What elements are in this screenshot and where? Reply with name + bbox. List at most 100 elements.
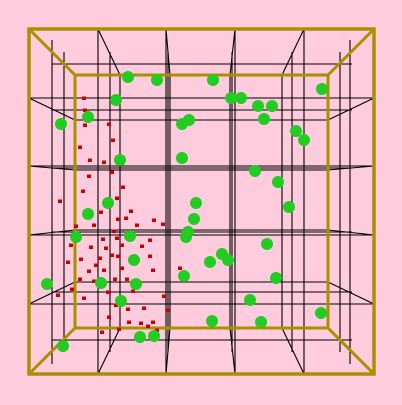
green-sphere[interactable] [283, 201, 295, 213]
green-sphere[interactable] [110, 94, 122, 106]
green-sphere[interactable] [128, 254, 140, 266]
red-particle [131, 289, 135, 293]
green-sphere[interactable] [206, 315, 218, 327]
red-particle [113, 277, 117, 281]
red-particle [139, 321, 143, 325]
red-particle [120, 243, 124, 247]
green-sphere[interactable] [204, 256, 216, 268]
red-particle [111, 138, 115, 142]
green-sphere[interactable] [258, 113, 270, 125]
red-particle [102, 160, 106, 164]
red-particle [155, 328, 159, 332]
green-sphere[interactable] [252, 100, 264, 112]
frame-diagonals [27, 27, 376, 376]
red-particle [83, 123, 87, 127]
red-particle [129, 209, 133, 213]
green-sphere[interactable] [180, 231, 192, 243]
green-sphere[interactable] [290, 125, 302, 137]
green-sphere[interactable] [114, 154, 126, 166]
green-sphere[interactable] [298, 134, 310, 146]
red-particle [120, 266, 124, 270]
green-sphere[interactable] [130, 278, 142, 290]
green-sphere[interactable] [315, 307, 327, 319]
green-sphere[interactable] [261, 238, 273, 250]
red-particle [125, 277, 129, 281]
red-particle [135, 223, 139, 227]
red-particle [126, 307, 130, 311]
red-particle [116, 254, 120, 258]
red-particle [78, 277, 82, 281]
red-particle [152, 218, 156, 222]
green-sphere[interactable] [41, 278, 53, 290]
green-sphere[interactable] [316, 83, 328, 95]
green-sphere[interactable] [82, 111, 94, 123]
red-particle [127, 320, 131, 324]
green-sphere[interactable] [134, 331, 146, 343]
red-particle [151, 268, 155, 272]
red-particle [178, 266, 182, 270]
green-spheres [41, 71, 328, 352]
red-particle [82, 96, 86, 100]
red-particle [101, 237, 105, 241]
green-sphere[interactable] [249, 165, 261, 177]
red-particle [69, 243, 73, 247]
red-particle [107, 315, 111, 319]
green-sphere[interactable] [82, 208, 94, 220]
red-particle [162, 294, 166, 298]
red-particle [88, 158, 92, 162]
red-particle [124, 216, 128, 220]
red-particle [92, 223, 96, 227]
red-particle [140, 244, 144, 248]
red-particle [70, 287, 74, 291]
green-sphere[interactable] [207, 74, 219, 86]
green-sphere[interactable] [270, 272, 282, 284]
red-particle [100, 330, 104, 334]
red-particle [94, 263, 98, 267]
green-sphere[interactable] [176, 152, 188, 164]
green-sphere[interactable] [272, 176, 284, 188]
red-particle [87, 174, 91, 178]
green-sphere[interactable] [115, 295, 127, 307]
red-particle [56, 293, 60, 297]
red-particle [92, 279, 96, 283]
green-sphere[interactable] [188, 213, 200, 225]
green-sphere[interactable] [124, 230, 136, 242]
green-sphere[interactable] [266, 100, 278, 112]
green-sphere[interactable] [225, 92, 237, 104]
red-particle [110, 253, 114, 257]
red-particle [58, 199, 62, 203]
red-particle [104, 246, 108, 250]
red-particles [56, 96, 182, 334]
red-particle [99, 210, 103, 214]
red-particle [117, 327, 121, 331]
red-particle [148, 238, 152, 242]
green-sphere[interactable] [222, 254, 234, 266]
green-sphere[interactable] [151, 74, 163, 86]
wireframe-grid [28, 28, 375, 375]
green-sphere[interactable] [178, 270, 190, 282]
red-particle [66, 260, 70, 264]
green-sphere[interactable] [190, 197, 202, 209]
red-particle [151, 320, 155, 324]
red-particle [146, 324, 150, 328]
green-sphere[interactable] [122, 71, 134, 83]
green-sphere[interactable] [244, 294, 256, 306]
green-sphere[interactable] [95, 277, 107, 289]
green-sphere[interactable] [70, 231, 82, 243]
green-sphere[interactable] [102, 197, 114, 209]
red-particle [83, 108, 87, 112]
green-sphere[interactable] [55, 118, 67, 130]
green-sphere[interactable] [235, 92, 247, 104]
red-particle [116, 217, 120, 221]
green-sphere[interactable] [255, 316, 267, 328]
red-particle [115, 236, 119, 240]
red-particle [107, 122, 111, 126]
green-sphere[interactable] [148, 330, 160, 342]
red-particle [79, 257, 83, 261]
red-particle [81, 189, 85, 193]
green-sphere[interactable] [183, 114, 195, 126]
red-particle [106, 290, 110, 294]
green-sphere[interactable] [57, 340, 69, 352]
